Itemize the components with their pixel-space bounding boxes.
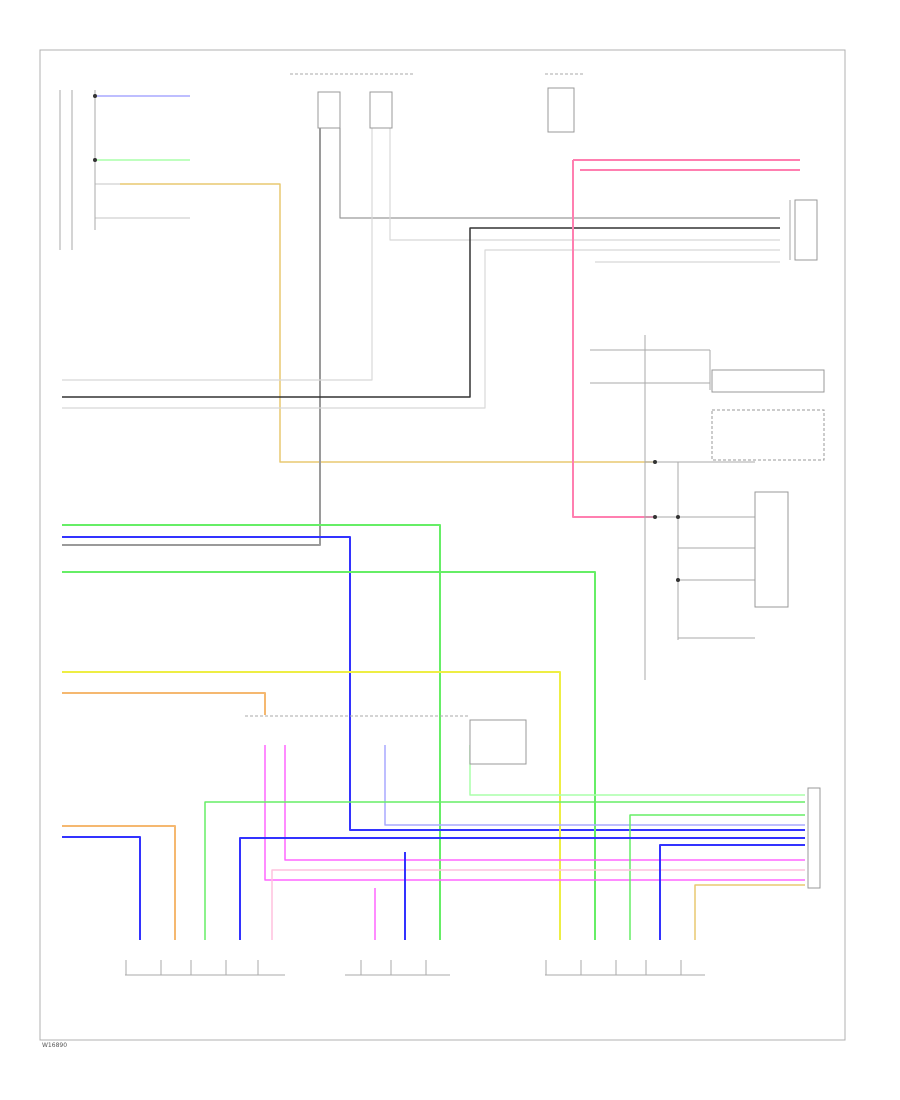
engine-ecu-box (754, 491, 789, 608)
wire-blue-1 (62, 536, 805, 831)
junction-dot (653, 515, 657, 519)
wire-lilac-2 (384, 745, 805, 826)
wire-pink-down (572, 160, 655, 518)
wire-yellow-1 (62, 671, 561, 940)
junction-dot (93, 94, 97, 98)
wire-ltgray-2 (389, 128, 780, 241)
connector-body (369, 91, 393, 129)
wire-orange-2 (62, 825, 176, 940)
wire-blue-2 (239, 837, 805, 940)
diagram-frame (39, 49, 846, 1041)
wire-blue-3 (659, 844, 805, 940)
wire-tan-2 (694, 884, 805, 940)
wire-blue-5 (62, 836, 141, 940)
connector-body-right (547, 87, 575, 133)
component-layer (59, 73, 825, 976)
wire-gray-bus (62, 96, 321, 546)
wire-orange-1 (62, 692, 266, 715)
connector-body (317, 91, 341, 129)
wire-green-1 (62, 524, 441, 940)
wire-magenta-2 (284, 745, 805, 861)
wire-green-4 (204, 801, 805, 940)
module-label-box (711, 369, 825, 393)
junction-dot (676, 515, 680, 519)
wire-ltgray-1 (62, 128, 373, 381)
wire-layer (62, 95, 805, 940)
lower-connector-label (469, 719, 527, 765)
wire-black-main (62, 227, 780, 398)
junction-dot (653, 460, 657, 464)
wire-green-5 (629, 814, 805, 940)
junction-dot (93, 158, 97, 162)
module-label-box-2 (711, 409, 825, 461)
wire-gray-ecu-1 (339, 128, 780, 219)
wire-magenta-1 (264, 745, 805, 881)
wire-ltgray-3 (62, 249, 780, 409)
junction-dot (676, 578, 680, 582)
wire-ltpink-1 (271, 869, 805, 940)
wire-tan-main (120, 183, 655, 463)
connector-block-right (794, 199, 818, 261)
wire-green-2 (62, 571, 596, 940)
connector-right-bottom (807, 787, 821, 889)
page-number: W16890 (42, 1042, 68, 1049)
